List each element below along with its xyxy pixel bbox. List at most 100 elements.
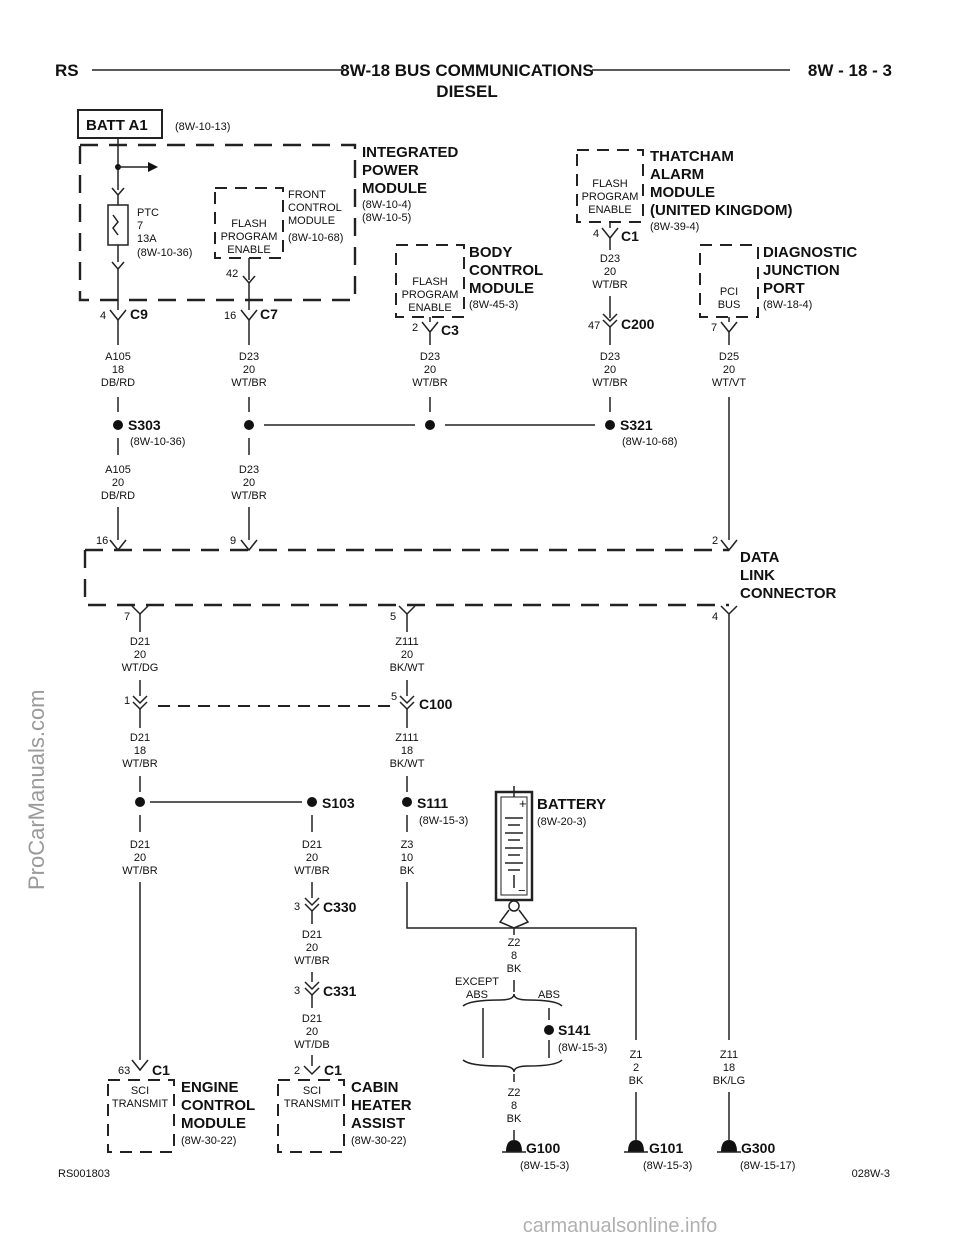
wire-a105-20-3: DB/RD (101, 490, 135, 502)
wire-z11-2: 18 (723, 1062, 735, 1074)
s321-label: S321 (620, 417, 653, 433)
fcm-pin: 42 (226, 268, 238, 280)
ipm-ref-2: (8W-10-5) (362, 212, 411, 224)
footer-left: RS001803 (58, 1168, 110, 1180)
dlc-title-1: DATA (740, 549, 780, 566)
s103-dot (307, 797, 317, 807)
wire-z3-1: Z3 (401, 839, 414, 851)
dlc-pin-9: 9 (230, 535, 236, 547)
wire-a105-18-3: DB/RD (101, 377, 135, 389)
c7-pin: 16 (224, 310, 236, 322)
djp-pin: 7 (711, 322, 717, 334)
wire-z1-1: Z1 (630, 1049, 643, 1061)
cha-title-1: CABIN (351, 1079, 399, 1096)
header-subtitle: DIESEL (436, 82, 497, 101)
c200-label: C200 (621, 316, 655, 332)
wire-z2-top-2: 8 (511, 950, 517, 962)
c331-label: C331 (323, 983, 357, 999)
wire-d21-dlc-2: 20 (134, 649, 146, 661)
wire-d23-tam-2: 20 (604, 266, 616, 278)
bcm-flash-1: FLASH (412, 276, 448, 288)
s103-left-dot (135, 797, 145, 807)
wire-labels-row3: D21 20 WT/DG Z111 20 BK/WT (122, 636, 425, 696)
bcm-flash-3: ENABLE (408, 302, 451, 314)
body-control-module: FLASH PROGRAM ENABLE BODY CONTROL MODULE… (395, 244, 543, 345)
djp-inner-2: BUS (718, 299, 741, 311)
wire-d21-s103-1: D21 (302, 839, 322, 851)
ecm-inner-2: TRANSMIT (112, 1098, 169, 1110)
s303-ref: (8W-10-36) (130, 436, 185, 448)
wire-z11-3: BK/LG (713, 1075, 745, 1087)
data-link-connector: 16 9 2 DATA LINK CONNECTOR 7 5 4 (83, 535, 837, 1040)
battery-plus: + (519, 796, 527, 811)
battery-title: BATTERY (537, 796, 606, 813)
fcm-label-2: CONTROL (288, 202, 342, 214)
batt-a1-label: BATT A1 (86, 117, 148, 134)
djp-title-2: JUNCTION (763, 262, 840, 279)
ptc-rating: 13A (137, 233, 157, 245)
tam-title-1: THATCHAM (650, 148, 734, 165)
wire-d23-dlc-1: D23 (239, 464, 259, 476)
splice-row-2: S103 S111 (8W-15-3) (135, 795, 468, 832)
s141-dot (544, 1025, 554, 1035)
wire-d23-bcm-1: D23 (420, 351, 440, 363)
wire-labels-row5: D21 20 WT/BR D21 20 WT/BR Z3 10 BK (122, 839, 514, 1060)
c330-label: C330 (323, 899, 357, 915)
s321-mid-dot (425, 420, 435, 430)
diagnostic-junction-port: PCI BUS DIAGNOSTIC JUNCTION PORT (8W-18-… (699, 244, 857, 345)
wire-z1-3: BK (629, 1075, 644, 1087)
cha-con: C1 (324, 1062, 342, 1078)
page-header: RS 8W-18 BUS COMMUNICATIONS 8W - 18 - 3 … (55, 61, 892, 101)
s103-label: S103 (322, 795, 355, 811)
bcm-ref: (8W-45-3) (469, 299, 518, 311)
dlc-pin-2: 2 (712, 535, 718, 547)
wire-d21-s103-2: 20 (306, 852, 318, 864)
ptc-ref: (8W-10-36) (137, 247, 192, 259)
bcm-title-3: MODULE (469, 280, 534, 297)
integrated-power-module: INTEGRATED POWER MODULE (8W-10-4) (8W-10… (78, 143, 459, 310)
dlc-pin-16: 16 (96, 535, 108, 547)
fcm-label-3: MODULE (288, 215, 335, 227)
cha-inner-1: SCI (303, 1085, 321, 1097)
wire-d23-dlc-2: 20 (243, 477, 255, 489)
cha-pin: 2 (294, 1065, 300, 1077)
wire-d23-tam-1: D23 (600, 253, 620, 265)
bcm-pin: 2 (412, 322, 418, 334)
splice-row: S303 (8W-10-36) S321 (8W-10-68) (113, 397, 730, 540)
dlc-title-3: CONNECTOR (740, 585, 837, 602)
wire-z111-dlc-1: Z111 (395, 636, 418, 648)
wire-z111-dlc-3: BK/WT (390, 662, 425, 674)
tam-flash-2: PROGRAM (582, 191, 639, 203)
ecm-inner-1: SCI (131, 1085, 149, 1097)
side-watermark: ProCarManuals.com (24, 689, 49, 890)
ecm-ref: (8W-30-22) (181, 1135, 236, 1147)
wire-z111-18-3: BK/WT (390, 758, 425, 770)
s111-label: S111 (417, 795, 448, 811)
c330-connector: 3 C330 D21 20 WT/BR (294, 897, 357, 982)
wire-d23-c7-2: 20 (243, 364, 255, 376)
wire-d21-c331-2: 20 (306, 1026, 318, 1038)
wire-labels-row4: D21 18 WT/BR Z111 18 BK/WT (122, 732, 425, 792)
ecm-con: C1 (152, 1062, 170, 1078)
g100-ref: (8W-15-3) (520, 1160, 569, 1172)
g100-label: G100 (526, 1140, 560, 1156)
c7-label: C7 (260, 306, 278, 322)
ipm-title-2: POWER (362, 162, 419, 179)
wire-d23-c200-2: 20 (604, 364, 616, 376)
wire-labels-row2: A105 20 DB/RD D23 20 WT/BR (101, 464, 267, 540)
wire-a105-20-1: A105 (105, 464, 131, 476)
thatcham-alarm-module: FLASH PROGRAM ENABLE THATCHAM ALARM MODU… (576, 148, 793, 345)
wire-z11-1: Z11 (720, 1049, 738, 1061)
fcm-flash-1: FLASH (231, 218, 267, 230)
c9-pin: 4 (100, 310, 106, 322)
wire-a105-18-2: 18 (112, 364, 124, 376)
wire-d21-s103-3: WT/BR (294, 865, 329, 877)
batt-a1: BATT A1 (8W-10-13) (77, 109, 230, 190)
bcm-flash-2: PROGRAM (402, 289, 459, 301)
s321-ref: (8W-10-68) (622, 436, 677, 448)
wire-d21-ecm-2: 20 (134, 852, 146, 864)
djp-title-1: DIAGNOSTIC (763, 244, 857, 261)
wire-z111-18-2: 18 (401, 745, 413, 757)
cha-ref: (8W-30-22) (351, 1135, 406, 1147)
header-left: RS (55, 61, 79, 80)
